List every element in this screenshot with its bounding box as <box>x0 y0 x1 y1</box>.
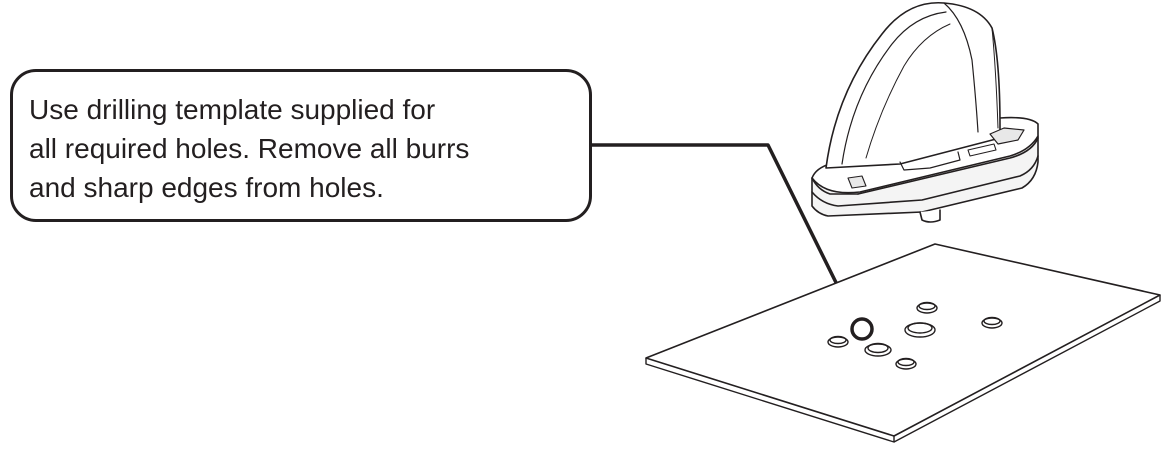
hole <box>981 316 1003 329</box>
callout-box: Use drilling template supplied for all r… <box>10 69 592 222</box>
highlighted-hole-marker <box>850 317 874 341</box>
drilling-holes <box>827 301 1003 370</box>
mounting-surface <box>645 243 1161 443</box>
hole <box>916 301 938 314</box>
antenna-unit <box>811 1 1039 223</box>
hole <box>904 322 936 338</box>
callout-line-2: all required holes. Remove all burrs <box>29 133 470 164</box>
callout-text: Use drilling template supplied for all r… <box>29 90 569 207</box>
hole <box>827 335 849 348</box>
callout-line-1: Use drilling template supplied for <box>29 94 436 125</box>
hole <box>895 357 917 370</box>
callout-line-3: and sharp edges from holes. <box>29 172 384 203</box>
callout-leader-line <box>592 143 858 324</box>
hole <box>864 342 892 357</box>
